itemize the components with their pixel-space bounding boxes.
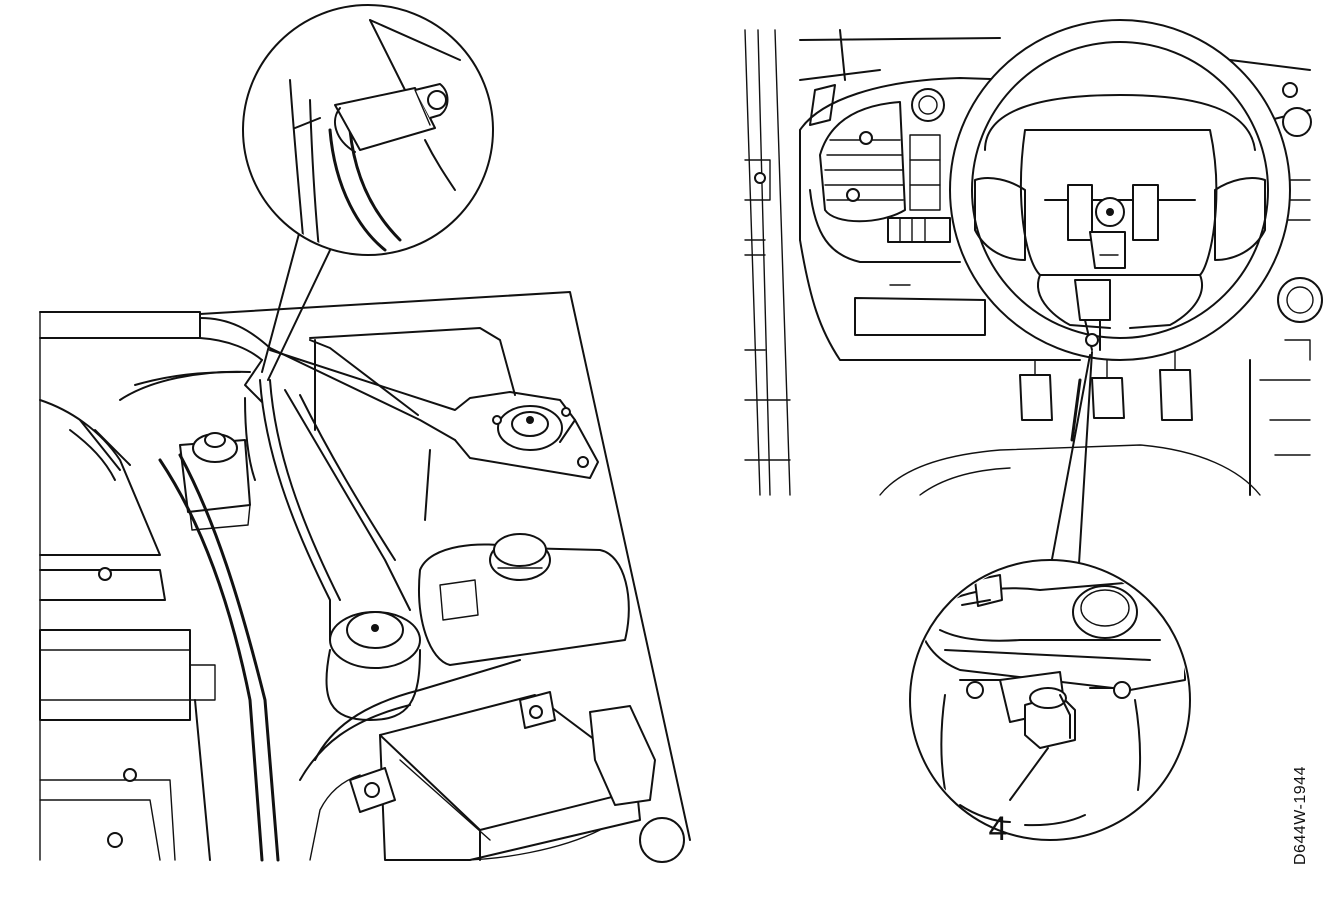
coolant-tank — [418, 543, 630, 666]
callout-label-4: 4 — [989, 810, 1008, 848]
document-id: D644W-1944 — [1292, 766, 1309, 865]
callout-leader — [1009, 747, 1049, 801]
connector-detail-inset — [242, 4, 494, 381]
ground-nut-detail-inset: 4 — [909, 351, 1191, 848]
engine-bay-view — [39, 291, 691, 863]
wiring-harness — [259, 379, 331, 641]
dashboard-view — [744, 19, 1323, 496]
pedal-accelerator — [1159, 369, 1193, 421]
pedal-brake — [1091, 377, 1125, 419]
dash-vent — [819, 101, 906, 223]
connector-clip — [334, 87, 436, 151]
pedal-clutch — [1019, 374, 1053, 421]
